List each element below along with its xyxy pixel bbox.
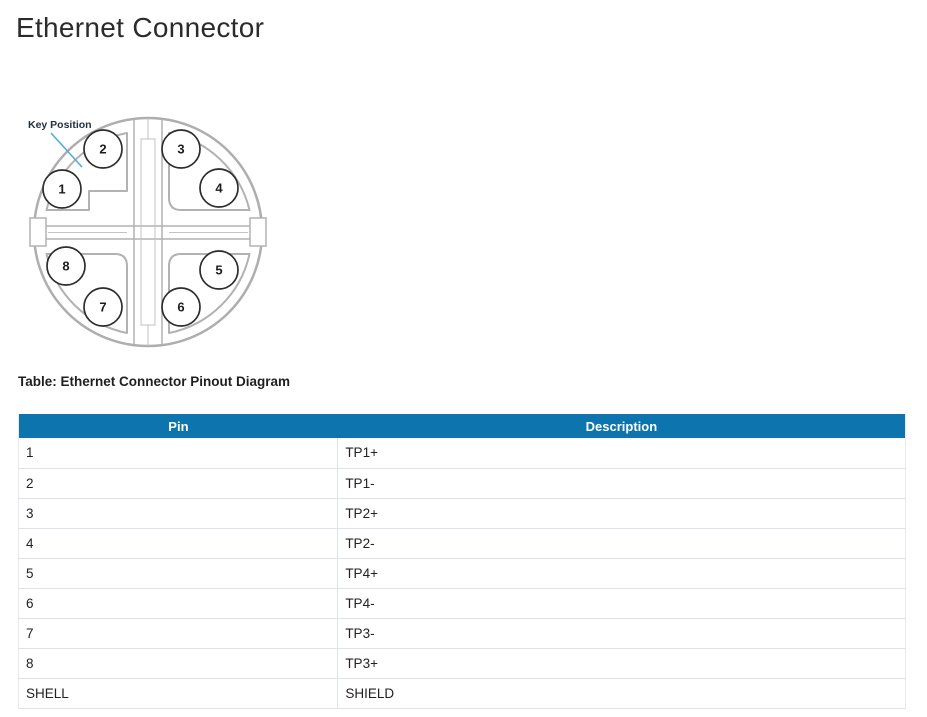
pin-cell: 6 xyxy=(18,587,338,618)
pin-8: 8 xyxy=(46,246,86,286)
right-edge-tab xyxy=(249,217,267,247)
table-row: SHELL SHIELD xyxy=(18,677,906,708)
pin-5: 5 xyxy=(199,250,239,290)
description-cell: TP1+ xyxy=(337,438,906,468)
pinout-table-header: Pin Description xyxy=(18,414,906,438)
connector-diagram: 1 2 3 4 5 6 7 xyxy=(18,107,278,357)
table-row: 1 TP1+ xyxy=(18,438,906,468)
connector-diagram-svg: 1 2 3 4 5 6 7 xyxy=(28,116,267,348)
key-position-leader-line xyxy=(50,132,83,168)
pin-8-circle xyxy=(46,246,86,286)
table-row: 2 TP1- xyxy=(18,467,906,498)
table-row: 3 TP2+ xyxy=(18,497,906,528)
description-cell: TP3+ xyxy=(337,647,906,678)
description-cell: TP3- xyxy=(337,617,906,648)
pin-cell: 3 xyxy=(18,497,338,528)
table-row: 7 TP3- xyxy=(18,617,906,648)
pin-cell: SHELL xyxy=(18,677,338,708)
pin-8-number: 8 xyxy=(62,259,69,274)
pin-4: 4 xyxy=(199,168,239,208)
pin-cell: 8 xyxy=(18,647,338,678)
description-cell: TP4+ xyxy=(337,557,906,588)
pinout-table: Pin Description 1 TP1+ 2 TP1- 3 TP2+ 4 T… xyxy=(18,414,906,709)
pin-3-circle xyxy=(161,129,201,169)
description-cell: TP1- xyxy=(337,467,906,498)
pin-cell: 4 xyxy=(18,527,338,558)
page-title: Ethernet Connector xyxy=(16,12,265,43)
pin-3: 3 xyxy=(161,129,201,169)
description-cell: TP2- xyxy=(337,527,906,558)
description-cell: TP4- xyxy=(337,587,906,618)
pin-5-circle xyxy=(199,250,239,290)
pin-cell: 2 xyxy=(18,467,338,498)
pin-cell: 7 xyxy=(18,617,338,648)
pin-2-number: 2 xyxy=(99,142,106,157)
pin-1-number: 1 xyxy=(58,182,65,197)
pin-4-number: 4 xyxy=(215,181,223,196)
pin-7-circle xyxy=(83,287,123,327)
column-header-description: Description xyxy=(337,414,906,438)
column-header-pin: Pin xyxy=(18,414,338,438)
table-row: 4 TP2- xyxy=(18,527,906,558)
pin-7: 7 xyxy=(83,287,123,327)
pinout-table-body: 1 TP1+ 2 TP1- 3 TP2+ 4 TP2- 5 TP4+ 6 TP4… xyxy=(18,438,906,708)
pin-2-circle xyxy=(83,129,123,169)
key-position-label: Key Position xyxy=(28,119,92,131)
pin-cell: 1 xyxy=(18,438,338,468)
description-cell: TP2+ xyxy=(337,497,906,528)
pin-5-number: 5 xyxy=(215,263,222,278)
pin-1: 1 xyxy=(42,169,82,209)
pin-6-number: 6 xyxy=(177,300,184,315)
pin-6: 6 xyxy=(161,287,201,327)
table-row: 5 TP4+ xyxy=(18,557,906,588)
pin-3-number: 3 xyxy=(177,142,184,157)
pin-2: 2 xyxy=(83,129,123,169)
table-row: 8 TP3+ xyxy=(18,647,906,678)
pin-7-number: 7 xyxy=(99,300,106,315)
table-caption: Table: Ethernet Connector Pinout Diagram xyxy=(18,374,291,389)
pin-6-circle xyxy=(161,287,201,327)
description-cell: SHIELD xyxy=(337,677,906,708)
pin-cell: 5 xyxy=(18,557,338,588)
left-edge-tab xyxy=(29,217,47,247)
pin-4-circle xyxy=(199,168,239,208)
table-row: 6 TP4- xyxy=(18,587,906,618)
pin-1-circle xyxy=(42,169,82,209)
